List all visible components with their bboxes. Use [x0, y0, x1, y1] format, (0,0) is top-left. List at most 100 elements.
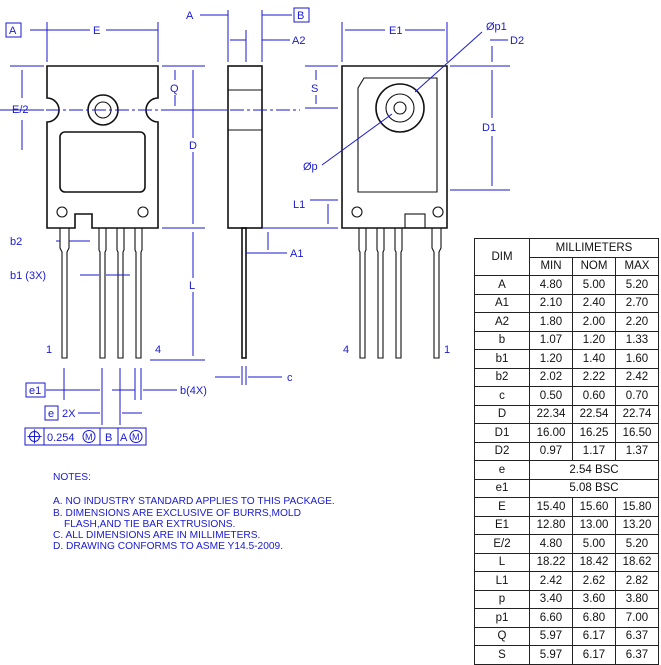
value-cell: 2.70	[615, 293, 659, 313]
svg-text:B: B	[105, 432, 112, 444]
datum-a-box: A	[5, 22, 22, 38]
value-cell: 4.80	[529, 275, 573, 295]
value-cell: 2.42	[615, 367, 659, 387]
dim-cell: A	[474, 275, 530, 295]
value-cell: 6.37	[615, 645, 659, 665]
value-cell: 5.97	[529, 645, 573, 665]
dim-header: DIM	[474, 238, 530, 276]
value-cell: 13.00	[572, 515, 616, 535]
label-a1: A1	[290, 248, 303, 260]
note-b-cont: FLASH,AND TIE BAR EXTRUSIONS.	[64, 518, 236, 530]
note-a: A. NO INDUSTRY STANDARD APPLIES TO THIS …	[53, 496, 335, 508]
label-d1: D1	[482, 122, 496, 134]
value-cell: 6.17	[572, 645, 616, 665]
svg-text:A: A	[9, 25, 17, 37]
label-s: S	[311, 83, 318, 95]
value-cell: 1.33	[615, 330, 659, 350]
notes-title: NOTES:	[53, 472, 91, 483]
notes: NOTES: A. NO INDUSTRY STANDARD APPLIES T…	[53, 472, 335, 553]
value-cell: 2.02	[529, 367, 573, 387]
col-nom: NOM	[572, 256, 616, 276]
label-e-half: E/2	[12, 104, 29, 116]
col-max: MAX	[615, 256, 659, 276]
value-cell: 1.07	[529, 330, 573, 350]
value-cell: 5.08 BSC	[529, 478, 659, 498]
label-b4x: b(4X)	[180, 385, 207, 397]
value-cell: 22.54	[572, 404, 616, 424]
value-cell: 5.20	[615, 275, 659, 295]
svg-text:B: B	[297, 10, 304, 22]
value-cell: 6.60	[529, 608, 573, 628]
value-cell: 18.22	[529, 552, 573, 572]
value-cell: 1.20	[572, 330, 616, 350]
value-cell: 15.80	[615, 497, 659, 517]
label-a: A	[186, 10, 194, 22]
dim-cell: D2	[474, 441, 530, 461]
value-cell: 0.97	[529, 441, 573, 461]
label-p: Øp	[303, 161, 318, 173]
dim-cell: D	[474, 404, 530, 424]
dimension-labels: E E/2 Q D L b2 b1 (3X) 1 4 A A2 A1 c E1 …	[10, 10, 524, 421]
value-cell: 2.22	[572, 367, 616, 387]
label-d: D	[189, 140, 197, 152]
value-cell: 0.70	[615, 386, 659, 406]
note-c: C. ALL DIMENSIONS ARE IN MILLIMETERS.	[53, 530, 261, 542]
value-cell: 2.00	[572, 312, 616, 332]
dim-cell: b	[474, 330, 530, 350]
label-a2: A2	[292, 35, 305, 47]
svg-text:0.254: 0.254	[47, 432, 75, 444]
value-cell: 4.80	[529, 534, 573, 554]
value-cell: 3.80	[615, 589, 659, 609]
label-c: c	[287, 372, 293, 384]
dim-cell: E/2	[474, 534, 530, 554]
value-cell: 2.42	[529, 571, 573, 591]
label-d2: D2	[510, 35, 524, 47]
value-cell: 15.40	[529, 497, 573, 517]
value-cell: 6.37	[615, 626, 659, 646]
value-cell: 1.37	[615, 441, 659, 461]
dim-cell: c	[474, 386, 530, 406]
value-cell: 5.20	[615, 534, 659, 554]
value-cell: 2.82	[615, 571, 659, 591]
value-cell: 16.00	[529, 423, 573, 443]
side-view	[227, 65, 263, 359]
label-l: L	[189, 280, 195, 292]
value-cell: 1.17	[572, 441, 616, 461]
label-b1: b1 (3X)	[10, 270, 46, 282]
dim-cell: L1	[474, 571, 530, 591]
dim-cell: Q	[474, 626, 530, 646]
label-l1: L1	[293, 199, 305, 211]
value-cell: 5.00	[572, 534, 616, 554]
dim-cell: E1	[474, 515, 530, 535]
note-d: D. DRAWING CONFORMS TO ASME Y14.5-2009.	[53, 541, 284, 553]
value-cell: 22.74	[615, 404, 659, 424]
value-cell: 18.42	[572, 552, 616, 572]
value-cell: 7.00	[615, 608, 659, 628]
label-pin1-front: 1	[46, 344, 52, 356]
value-cell: 5.97	[529, 626, 573, 646]
svg-text:M: M	[85, 432, 93, 442]
label-pin4-back: 4	[343, 344, 349, 356]
label-p1: Øp1	[486, 21, 507, 33]
label-e1-top: E1	[389, 25, 402, 37]
dim-cell: A2	[474, 312, 530, 332]
value-cell: 0.60	[572, 386, 616, 406]
dim-cell: p1	[474, 608, 530, 628]
value-cell: 15.60	[572, 497, 616, 517]
dim-cell: D1	[474, 423, 530, 443]
dim-cell: E	[474, 497, 530, 517]
